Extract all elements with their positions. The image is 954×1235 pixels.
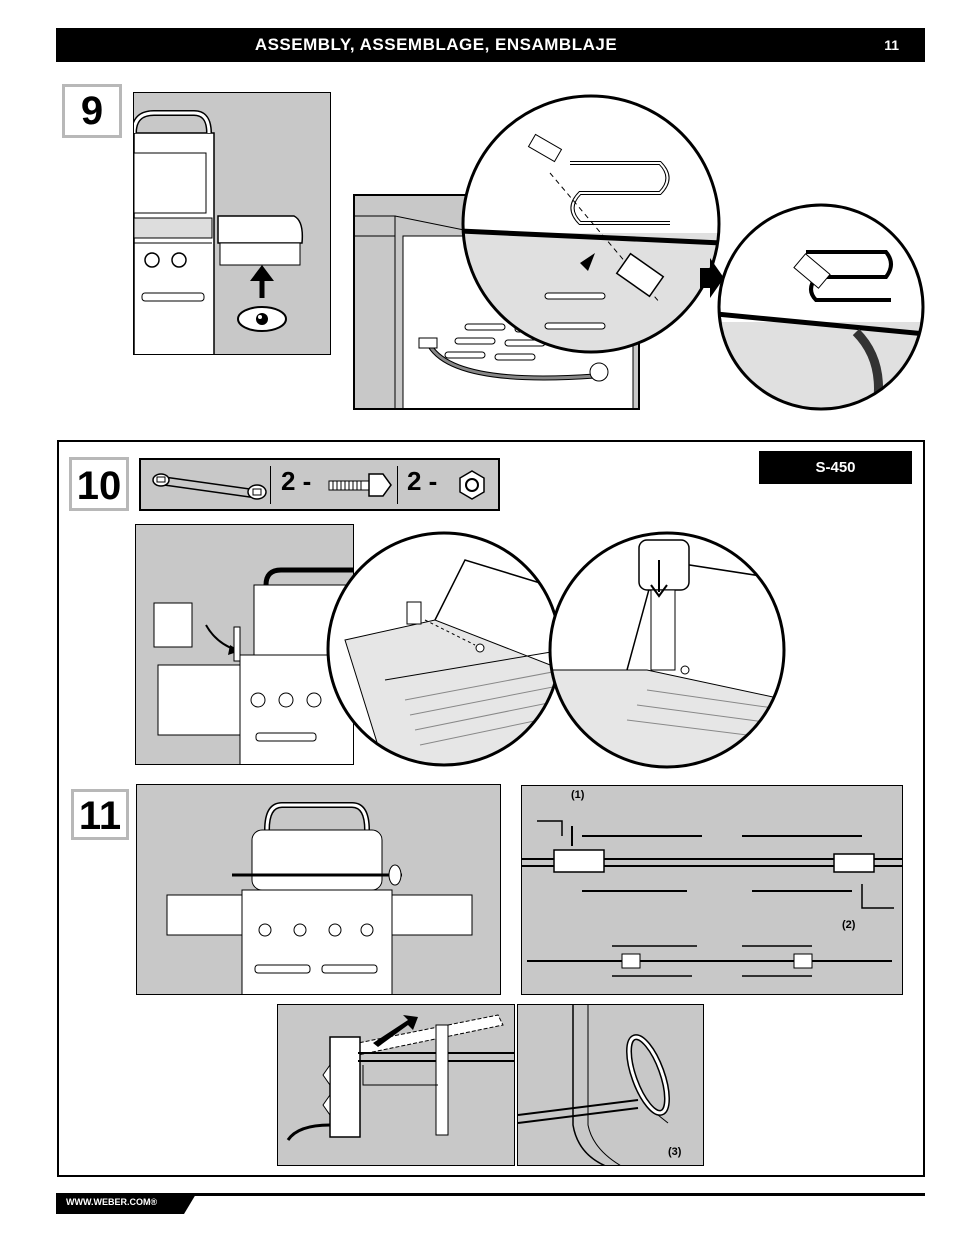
step-10-zoom-circle-2 — [547, 530, 787, 770]
step-9-zoom-circle-1 — [460, 93, 722, 355]
step-9-number: 9 — [62, 84, 122, 138]
step-11-rotisserie-overview — [136, 784, 501, 995]
page-number: 11 — [884, 37, 899, 53]
bolt-icon — [328, 473, 392, 497]
hardware-bar: 2 - 2 - — [139, 458, 500, 511]
wrench-icon — [152, 473, 267, 500]
callout-3: (3) — [668, 1146, 682, 1158]
step-11-handle-detail — [517, 1004, 704, 1166]
nut-quantity: 2 - — [407, 466, 438, 496]
step-10-zoom-circle-1 — [325, 530, 563, 768]
model-badge: S-450 — [759, 451, 912, 484]
step-9-arrow — [700, 258, 724, 298]
header-bar: ASSEMBLY, ASSEMBLAGE, ENSAMBLAJE 11 — [56, 28, 925, 62]
step-10-number: 10 — [69, 457, 129, 511]
nut-icon — [459, 470, 485, 500]
step-9-zoom-circle-2 — [716, 202, 926, 412]
step-10-overview-illustration — [135, 524, 354, 765]
footer-url[interactable]: WWW.WEBER.COM® — [66, 1197, 158, 1207]
step-9-overview-illustration — [133, 92, 331, 355]
step-11-spit-forks-panel — [521, 785, 903, 995]
footer-rule — [56, 1193, 925, 1196]
callout-1: (1) — [571, 789, 585, 801]
bolt-quantity: 2 - — [281, 466, 312, 496]
step-11-motor-detail — [277, 1004, 515, 1166]
callout-2: (2) — [842, 919, 856, 931]
page-title: ASSEMBLY, ASSEMBLAGE, ENSAMBLAJE — [254, 35, 618, 54]
steps-10-11-frame — [57, 440, 925, 1177]
step-11-number: 11 — [71, 789, 129, 840]
footer-tab — [56, 1194, 196, 1214]
